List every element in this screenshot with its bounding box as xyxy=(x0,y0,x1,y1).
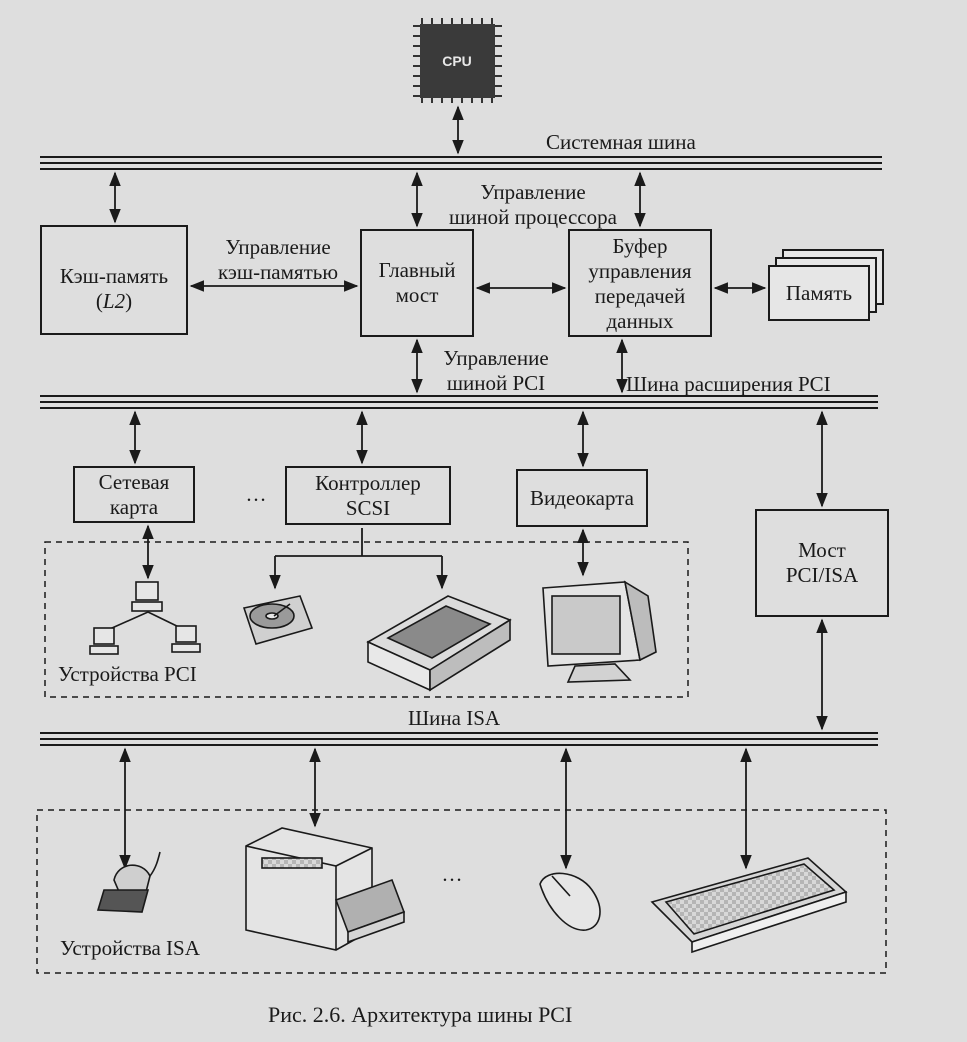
pci-bus-control-label: Управление шиной PCI xyxy=(443,346,549,395)
scsi-controller-box xyxy=(285,466,451,525)
pci-bus xyxy=(40,395,878,409)
pci-isa-bridge-label: Мост PCI/ISA xyxy=(785,538,859,587)
pci-devices-group xyxy=(44,541,689,698)
barcode-scanner-icon xyxy=(96,851,161,913)
scanner-icon xyxy=(366,595,512,692)
connections xyxy=(109,105,828,870)
pci-ellipsis: … xyxy=(245,482,267,506)
pci-isa-bridge-box xyxy=(755,509,889,617)
system-bus xyxy=(40,156,882,170)
buffer-box xyxy=(568,229,712,337)
memory-stack xyxy=(768,249,884,321)
system-bus-label: Системная шина xyxy=(546,130,696,154)
cpu-bus-control-label: Управление шиной процессора xyxy=(449,180,617,229)
hard-drive-icon xyxy=(242,595,314,645)
network-card-label: Сетевая карта xyxy=(98,470,170,519)
isa-ellipsis: … xyxy=(441,862,463,886)
network-tree-icon xyxy=(89,581,201,655)
cache-box-label: Кэш-память (L2) xyxy=(59,264,169,313)
video-card-label: Видеокарта xyxy=(530,486,634,510)
isa-devices-label: Устройства ISA xyxy=(60,936,200,960)
cache-control-label: Управление кэш-памятью xyxy=(217,235,339,284)
network-card-box xyxy=(73,466,195,523)
cpu-label: CPU xyxy=(442,53,472,69)
printer-icon xyxy=(245,827,406,951)
keyboard-icon xyxy=(650,857,848,954)
main-bridge-box xyxy=(360,229,474,337)
pci-expansion-bus-label: Шина расширения PCI xyxy=(626,372,831,396)
video-card-box xyxy=(516,469,648,527)
isa-bus xyxy=(40,732,878,746)
figure-caption: Рис. 2.6. Архитектура шины PCI xyxy=(268,1002,573,1027)
mouse-icon xyxy=(539,872,601,931)
cpu-chip-icon: CPU xyxy=(413,18,502,103)
isa-bus-label: Шина ISA xyxy=(408,706,501,730)
memory-label: Память xyxy=(785,281,853,305)
main-bridge-label: Главный мост xyxy=(378,258,456,307)
cache-box xyxy=(40,225,188,335)
monitor-icon xyxy=(542,580,657,683)
scsi-controller-label: Контроллер SCSI xyxy=(315,471,421,520)
pci-devices-label: Устройства PCI xyxy=(58,662,197,686)
buffer-box-label: Буфер управления передачей данных xyxy=(588,234,692,333)
